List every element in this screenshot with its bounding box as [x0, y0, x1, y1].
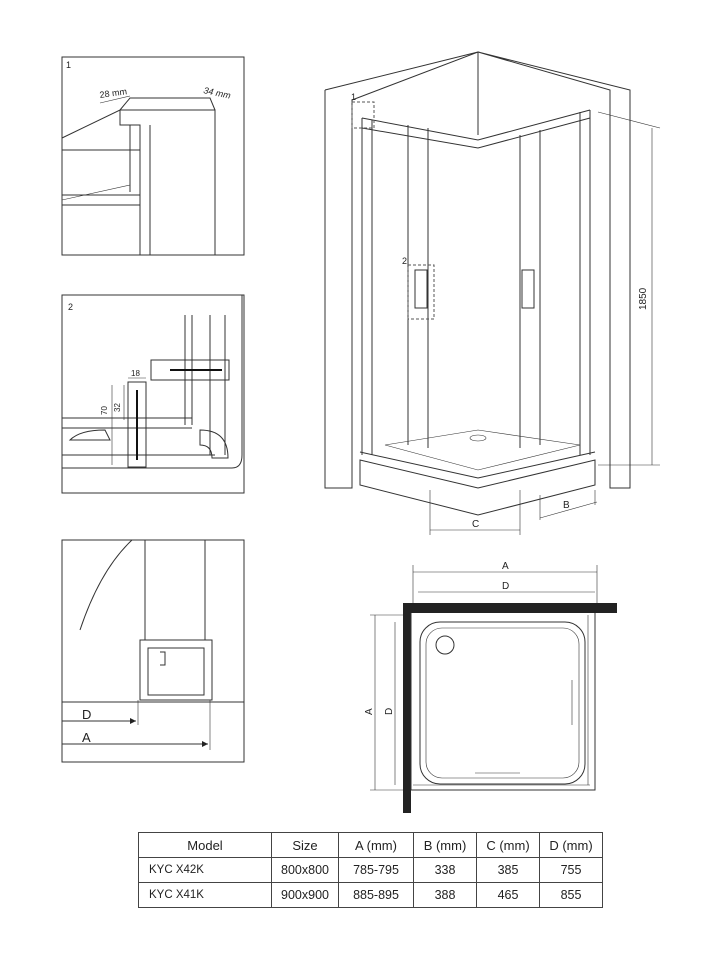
plan-top-a-label: A	[502, 561, 509, 572]
detail-3-tray-edge: D A	[61, 539, 245, 763]
table-row: KYC X42K 800x800 785-795 338 385 755	[138, 857, 603, 883]
plan-side-d-label: D	[384, 708, 395, 715]
header-size: Size	[271, 832, 339, 858]
header-d: D (mm)	[539, 832, 603, 858]
detail-1-profile: 1 28 mm 34 mm	[61, 56, 245, 256]
cell-model: KYC X41K	[138, 882, 272, 908]
cell-a: 885-895	[338, 882, 414, 908]
cell-model: KYC X42K	[138, 857, 272, 883]
header-c: C (mm)	[476, 832, 540, 858]
detail-3-d-label: D	[82, 707, 91, 722]
width-28mm-label: 28 mm	[99, 86, 128, 100]
dimensions-table: Model Size A (mm) B (mm) C (mm) D (mm) K…	[138, 832, 603, 908]
callout-1: 1	[351, 92, 356, 102]
cell-c: 385	[476, 857, 540, 883]
dim-c-label: C	[472, 519, 479, 530]
detail-2-number: 2	[68, 302, 73, 312]
cell-d: 855	[539, 882, 603, 908]
dim-b-label: B	[563, 500, 570, 511]
detail-2-fixing: 2 18 32 70	[61, 294, 245, 494]
cell-size: 900x900	[271, 882, 339, 908]
cell-size: 800x800	[271, 857, 339, 883]
cell-b: 338	[413, 857, 477, 883]
cell-d: 755	[539, 857, 603, 883]
cell-b: 388	[413, 882, 477, 908]
header-model: Model	[138, 832, 272, 858]
header-b: B (mm)	[413, 832, 477, 858]
table-header-row: Model Size A (mm) B (mm) C (mm) D (mm)	[138, 832, 603, 858]
detail-3-a-label: A	[82, 730, 91, 745]
enclosure-plan-view: A D A D	[364, 561, 617, 813]
cell-c: 465	[476, 882, 540, 908]
plan-side-a-label: A	[364, 708, 375, 715]
detail-1-number: 1	[66, 60, 71, 70]
header-a: A (mm)	[338, 832, 414, 858]
enclosure-perspective-view: 1 2 1850 C B	[324, 51, 661, 535]
cell-a: 785-795	[338, 857, 414, 883]
dim-70-label: 70	[100, 406, 109, 415]
plan-top-d-label: D	[502, 581, 509, 592]
table-row: KYC X41K 900x900 885-895 388 465 855	[138, 882, 603, 908]
callout-2: 2	[402, 256, 407, 266]
height-1850-label: 1850	[638, 287, 649, 310]
dim-32-label: 32	[113, 403, 122, 412]
dim-18-label: 18	[131, 369, 140, 378]
